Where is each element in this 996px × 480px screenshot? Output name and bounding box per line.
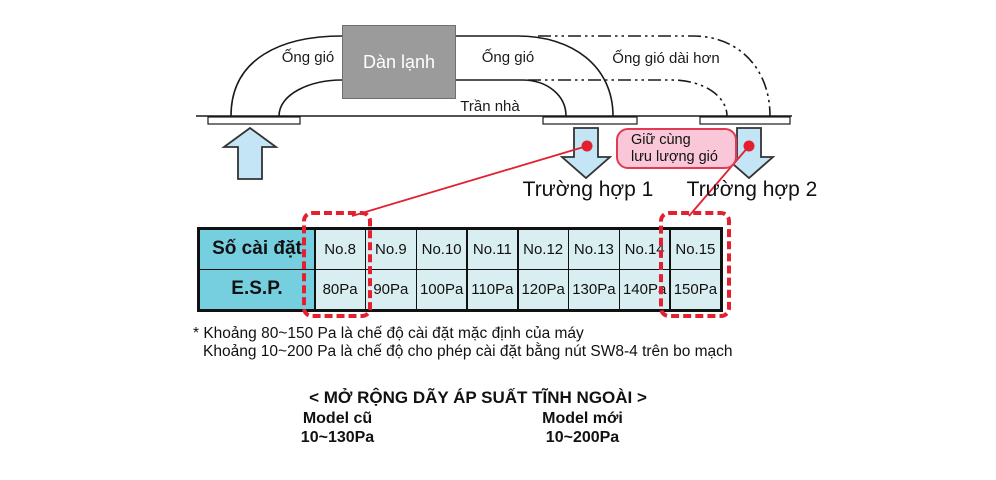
table-row1-header: Số cài đặt bbox=[200, 230, 314, 269]
table-esp-no13: 130Pa bbox=[569, 270, 619, 309]
ceiling-label: Trần nhà bbox=[460, 98, 520, 115]
footer-title: < MỞ RỘNG DÃY ÁP SUẤT TĨNH NGOÀI > bbox=[309, 388, 647, 407]
new-model-range: 10~200Pa bbox=[545, 429, 620, 446]
table-esp-no11: 110Pa bbox=[467, 270, 517, 309]
indoor-unit-box: Dàn lạnh bbox=[342, 25, 456, 99]
table-setting-no15: No.15 bbox=[670, 230, 720, 269]
table-esp-no12: 120Pa bbox=[518, 270, 568, 309]
old-model-label: Model cũ bbox=[302, 410, 373, 427]
airflow-note-box: Giữ cùng lưu lượng gió bbox=[616, 128, 737, 169]
table-row2-header: E.S.P. bbox=[200, 270, 314, 309]
table-esp-no15: 150Pa bbox=[670, 270, 720, 309]
case2-label: Trường hợp 2 bbox=[686, 178, 818, 201]
table-setting-no8: No.8 bbox=[315, 230, 365, 269]
table-setting-no10: No.10 bbox=[417, 230, 467, 269]
left-duct-outer-line bbox=[230, 35, 343, 117]
airflow-note-line2: lưu lượng gió bbox=[631, 148, 718, 165]
indoor-unit-label: Dàn lạnh bbox=[362, 51, 436, 72]
longer-duct-label: Ống gió dài hơn bbox=[612, 50, 720, 67]
esp-settings-table: Số cài đặt No.8 No.9 No.10 No.11 No.12 N… bbox=[197, 227, 723, 312]
red-connector-case2 bbox=[688, 145, 750, 217]
red-connector-case1 bbox=[351, 145, 588, 217]
note-extended-range: Khoảng 10~200 Pa là chế độ cho phép cài … bbox=[203, 343, 733, 360]
table-esp-no10: 100Pa bbox=[417, 270, 467, 309]
highlight-box-no15 bbox=[659, 211, 731, 318]
table-setting-no12: No.12 bbox=[518, 230, 568, 269]
duct-label-left: Ống gió bbox=[281, 49, 335, 66]
right-duct-top-line bbox=[454, 35, 614, 117]
right-duct-bottom-line bbox=[454, 79, 567, 117]
left-duct-inner-line bbox=[278, 79, 343, 117]
old-model-range: 10~130Pa bbox=[300, 429, 375, 446]
case1-label: Trường hợp 1 bbox=[522, 178, 654, 201]
table-esp-no8: 80Pa bbox=[315, 270, 365, 309]
longer-duct-bottom-line bbox=[528, 79, 728, 117]
ceiling-vent-left bbox=[207, 116, 301, 125]
table-setting-no9: No.9 bbox=[366, 230, 416, 269]
red-dot-case1 bbox=[581, 140, 593, 152]
down-airflow-arrow-case1 bbox=[559, 127, 613, 180]
table-esp-no9: 90Pa bbox=[366, 270, 416, 309]
note-default-range: * Khoảng 80~150 Pa là chế độ cài đặt mặc… bbox=[193, 325, 584, 342]
duct-label-right: Ống gió bbox=[481, 49, 535, 66]
table-setting-no11: No.11 bbox=[467, 230, 517, 269]
longer-duct-top-line bbox=[538, 35, 771, 117]
red-dot-case2 bbox=[743, 140, 755, 152]
new-model-label: Model mới bbox=[542, 410, 623, 427]
table-setting-no13: No.13 bbox=[569, 230, 619, 269]
ceiling-vent-middle bbox=[542, 116, 638, 125]
highlight-box-no8 bbox=[302, 211, 372, 318]
up-airflow-arrow bbox=[221, 126, 279, 180]
ceiling-vent-right bbox=[699, 116, 791, 125]
airflow-note-line1: Giữ cùng bbox=[631, 132, 691, 148]
